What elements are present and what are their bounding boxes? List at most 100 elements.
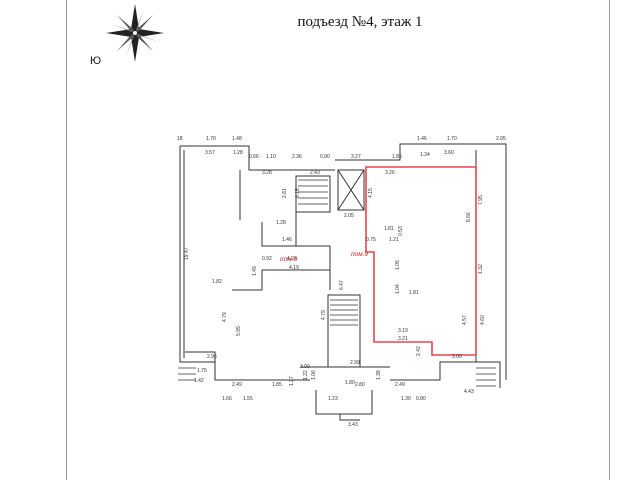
dimension-label: 7.95 [478,195,484,205]
dimension-label: 3.00 [300,364,310,370]
dimension-label: 1.10 [266,154,276,160]
wall-outer-top-right [335,143,507,161]
dimension-label: 1.27 [289,376,295,386]
dimension-label: 0.53 [398,226,404,236]
compass-ray-sw [117,33,135,51]
dimension-label: 0.75 [366,237,376,243]
dimension-label: 0.80 [416,396,426,402]
dimension-label: 1.66 [222,396,232,402]
dimension-label: 4.57 [462,315,468,325]
dimension-label: 2.05 [344,213,354,219]
dimension-label: 4.79 [222,312,228,322]
compass-ray-ne [135,15,153,33]
dimension-label: 1.32 [478,264,484,274]
dimension-label: 2.49 [395,382,405,388]
dimension-label: 1.05 [395,260,401,270]
dimension-label: 1.85 [392,154,402,160]
dimension-label: 1.28 [276,220,286,226]
dimension-label: 3.26 [385,170,395,176]
dimension-label: 4.79 [321,310,327,320]
compass-ray-minor-4 [111,24,135,33]
elevator-cross-2 [337,169,365,211]
dimension-label: 1.55 [243,396,253,402]
compass-ray-minor-3 [135,33,159,42]
compass-ray-minor-1 [135,9,144,33]
dimension-label: 0.66 [249,154,259,160]
dimension-label: 2.81 [282,188,288,198]
right-margin-line [609,0,610,480]
wall-outer-left [179,146,215,363]
dimension-label: 1.04 [395,284,401,294]
elevator-shaft [337,169,365,211]
dimension-label: 3.57 [205,150,215,156]
dimension-label: 1.46 [417,136,427,142]
dimension-label: 1.75 [197,368,207,374]
dimension-label: 3.28 [262,170,272,176]
compass-ray-n [131,4,139,33]
dimension-label: 0.92 [262,256,272,262]
stair-steps [178,179,496,387]
dimension-label: 1.22 [303,370,309,380]
plan-walls [179,143,507,421]
floor-plan: 18 1.70 1.48 1.46 1.70 2.05 3.57 1.28 0.66 1.10 2.… [177,136,507,428]
dimension-label: 5.95 [236,326,242,336]
dimension-label: 1.70 [206,136,216,142]
compass-ray-s [131,33,139,62]
room-9-outline [365,166,477,356]
dimension-label: 2.80 [355,382,365,388]
compass-center [132,30,138,36]
dimension-label: 1.48 [232,136,242,142]
dimension-label: 3.27 [351,154,361,160]
dimension-label: 1.23 [328,396,338,402]
compass-ray-w [106,29,135,37]
dimension-label: 1.06 [311,370,317,380]
dimension-label: 3.60 [444,150,454,156]
compass-south-label: Ю [90,55,102,67]
dimension-label: 3.19 [398,328,408,334]
dimension-label: 3.21 [398,336,408,342]
dimension-label: 2.99 [350,360,360,366]
dimension-label: 1.49 [252,266,258,276]
dimension-label: 1.70 [447,136,457,142]
dimension-label: 1.85 [272,382,282,388]
wall-outer-bottom-left [214,362,310,381]
dimension-label: 0.90 [320,154,330,160]
wall-corridor-left [232,270,263,291]
dimension-label: 1.80 [345,380,355,386]
compass-ray-se [135,33,153,51]
compass-rose-icon [106,4,164,62]
dimension-label: 4.24 [287,256,297,262]
compass-ray-e [135,29,164,37]
wall-outer-bottom-right [390,361,501,388]
wall-room8 [261,222,330,247]
dimension-label: 1.34 [420,152,430,158]
room-label-8: пом.8 [280,256,297,263]
dimension-label: 2.05 [496,136,506,142]
compass-ray-minor-2 [126,33,135,57]
wall-porch-bottom [339,414,360,421]
dimension-label: 1.38 [376,370,382,380]
dimension-label: 1.82 [212,279,222,285]
dimension-label: 8.66 [466,212,472,222]
dimension-label: 4.15 [368,188,374,198]
dimension-label: 1.30 [401,396,411,402]
wall-porch [315,390,373,415]
compass-rose-icon [106,4,164,62]
dimension-label: 1.46 [282,237,292,243]
dimension-label: 19.47 [184,247,190,260]
dimension-label: 3.00 [452,354,462,360]
dimension-label: 1.42 [194,378,204,384]
compass-ray-nw [117,15,135,33]
dimension-label: 3.43 [348,422,358,428]
stair-shaft-main [327,294,361,368]
dimension-label: 2.36 [292,154,302,160]
dimension-label: 2.96 [207,354,217,360]
dimension-label: 4.60 [480,315,486,325]
dimension-labels: 18 1.70 1.48 1.46 1.70 2.05 3.57 1.28 0.66 1.10 2.… [177,136,506,428]
dimension-label: 18 [177,136,183,142]
left-margin-line [66,0,67,480]
dimension-label: 6.47 [339,280,345,290]
dimension-label: 1.81 [384,226,394,232]
wall-left-lower [185,351,216,362]
